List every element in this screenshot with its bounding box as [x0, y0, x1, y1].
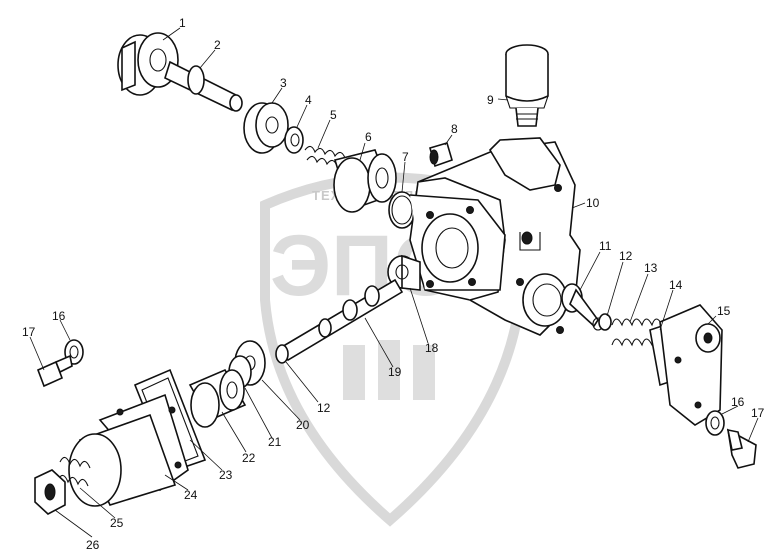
watermark-columns — [343, 340, 435, 400]
callout-15: 15 — [717, 304, 731, 318]
callout-16-right: 16 — [731, 395, 745, 409]
callout-6: 6 — [365, 130, 372, 144]
part-8-bushing — [429, 142, 453, 168]
callout-21: 21 — [268, 435, 282, 449]
callout-2: 2 — [214, 38, 221, 52]
callout-16-left: 16 — [52, 309, 66, 323]
callout-25: 25 — [110, 516, 124, 530]
callout-18: 18 — [425, 341, 439, 355]
part-11-valve — [561, 283, 604, 331]
part-25-spring — [57, 456, 91, 487]
callout-12-left: 12 — [317, 401, 331, 415]
callout-17-left: 17 — [22, 325, 36, 339]
callout-26: 26 — [86, 538, 100, 552]
part-1-end-cap — [117, 32, 179, 96]
callout-24: 24 — [184, 488, 198, 502]
part-24-cylinder — [68, 393, 189, 507]
part-26-nut — [34, 469, 66, 515]
callout-11: 11 — [599, 239, 612, 253]
part-17-bolt-right — [726, 428, 757, 469]
part-12-ring-left — [275, 344, 289, 364]
callout-12-right: 12 — [619, 249, 633, 263]
callout-7: 7 — [402, 150, 409, 164]
callout-20: 20 — [296, 418, 310, 432]
callout-14: 14 — [669, 278, 683, 292]
callout-9: 9 — [487, 93, 494, 107]
callout-19: 19 — [388, 365, 402, 379]
callout-22: 22 — [242, 451, 256, 465]
part-3-bearing — [243, 102, 289, 154]
callout-1: 1 — [179, 16, 186, 30]
callout-13: 13 — [644, 261, 658, 275]
callout-23: 23 — [219, 468, 233, 482]
callout-5: 5 — [330, 108, 337, 122]
part-15-cover — [659, 304, 723, 426]
part-22-sleeve — [188, 368, 247, 428]
part-12-washer — [598, 313, 612, 331]
callout-4: 4 — [305, 93, 312, 107]
part-16-washer-right — [705, 410, 725, 436]
leader-lines — [29, 27, 759, 538]
part-2-shaft — [164, 60, 243, 112]
part-4-washer — [284, 126, 304, 154]
part-10-housing — [409, 137, 581, 336]
callout-17-right: 17 — [751, 406, 765, 420]
callout-3: 3 — [280, 76, 287, 90]
callout-labels: 1 2 3 4 5 6 7 8 9 10 11 12 13 14 15 16 1… — [22, 16, 765, 552]
part-17-bolt-left — [36, 354, 73, 388]
part-9-filler-cap — [505, 44, 549, 127]
callout-10: 10 — [586, 196, 600, 210]
callout-8: 8 — [451, 122, 458, 136]
